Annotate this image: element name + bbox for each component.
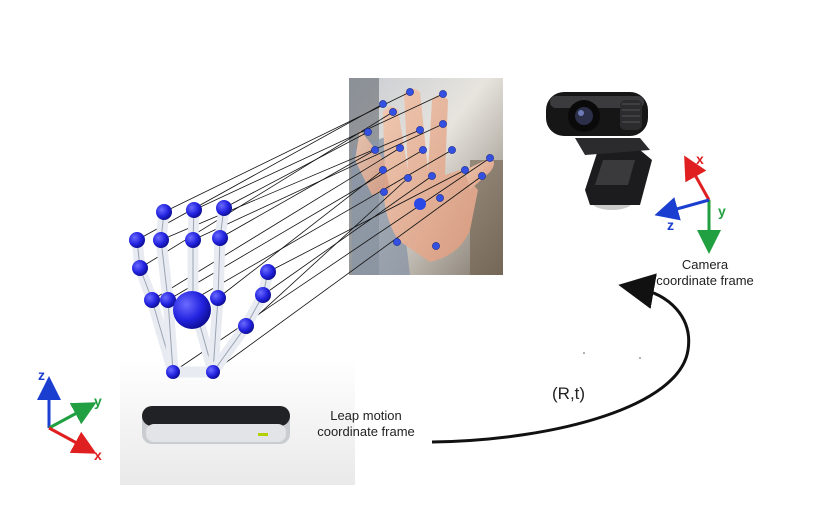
joint — [216, 200, 232, 216]
joint — [255, 287, 271, 303]
leap-label-line2: coordinate frame — [317, 424, 415, 439]
camera-y-label: y — [718, 203, 726, 219]
photo-joint-dot — [396, 144, 404, 152]
bone-outline — [160, 239, 169, 301]
joint — [153, 232, 169, 248]
webcam-icon — [546, 92, 652, 210]
joint — [186, 202, 202, 218]
leap-y-axis — [48, 402, 97, 430]
correspondence-line — [219, 149, 376, 239]
photo-joint-dot — [486, 154, 494, 162]
photo-joint-dot — [436, 194, 444, 202]
camera-label-line2: coordinate frame — [656, 273, 754, 288]
camera-x-axis — [684, 155, 711, 201]
photo-palm-dot — [414, 198, 426, 210]
bone-outline — [212, 297, 219, 373]
photo-joint-dot — [404, 174, 412, 182]
joint — [132, 260, 148, 276]
camera-coordinate-axes: x y z — [654, 151, 726, 254]
transformation-arrow — [431, 273, 691, 444]
joint — [160, 292, 176, 308]
joint — [144, 292, 160, 308]
joint — [129, 232, 145, 248]
photo-joint-dot — [439, 90, 447, 98]
leap-coordinate-axes: z y x — [37, 367, 102, 463]
hand-skeleton-icon — [129, 200, 276, 379]
leap-x-axis — [48, 426, 97, 454]
correspondence-line — [245, 177, 409, 327]
photo-joint-dot — [371, 146, 379, 154]
photo-joint-dot — [432, 242, 440, 250]
palm-joint — [173, 291, 211, 329]
photo-joint-dot — [406, 88, 414, 96]
correspondence-line — [167, 149, 424, 301]
correspondence-line — [163, 91, 411, 213]
photo-joint-dot — [448, 146, 456, 154]
joint — [210, 290, 226, 306]
photo-joint-dot — [419, 146, 427, 154]
photo-joint-dot — [380, 188, 388, 196]
leap-motion-device-icon — [120, 360, 355, 485]
camera-z-label: z — [667, 217, 674, 233]
correspondence-line — [136, 103, 384, 241]
correspondence-line — [139, 111, 394, 269]
wrist-joint — [166, 365, 180, 379]
leap-label-line1: Leap motion — [330, 408, 402, 423]
camera-label-line1: Camera — [681, 257, 729, 272]
joint — [212, 230, 228, 246]
leap-frame-label: Leap motion coordinate frame — [306, 408, 426, 440]
joint — [238, 318, 254, 334]
photo-joint-dot — [478, 172, 486, 180]
leap-x-label: x — [94, 447, 102, 463]
photo-joint-dot — [393, 238, 401, 246]
correspondence-line — [193, 93, 444, 211]
photo-joint-dot — [416, 126, 424, 134]
camera-x-label: x — [696, 151, 704, 167]
wrist-joint — [206, 365, 220, 379]
photo-joint-markers — [364, 88, 494, 250]
correspondence-line — [172, 157, 491, 373]
photo-joint-dot — [428, 172, 436, 180]
joint — [156, 204, 172, 220]
leap-y-label: y — [94, 393, 102, 409]
correspondence-line — [262, 175, 433, 296]
camera-z-axis — [654, 197, 710, 221]
leap-z-label: z — [38, 367, 45, 383]
transformation-label: (R,t) — [552, 384, 586, 403]
photo-joint-dot — [461, 166, 469, 174]
photo-joint-dot — [379, 100, 387, 108]
photo-joint-dot — [439, 120, 447, 128]
bone-outline — [217, 237, 221, 299]
correspondence-line — [267, 169, 466, 273]
bone-outline — [167, 299, 174, 373]
camera-frame-label: Camera coordinate frame — [645, 257, 765, 289]
bone-outline — [212, 325, 247, 373]
joint — [185, 232, 201, 248]
photo-joint-dot — [389, 108, 397, 116]
correspondence-line — [223, 131, 369, 209]
photo-joint-dot — [379, 166, 387, 174]
photo-joint-dot — [364, 128, 372, 136]
correspondence-line — [212, 175, 483, 373]
correspondence-line — [217, 169, 384, 299]
joint — [260, 264, 276, 280]
